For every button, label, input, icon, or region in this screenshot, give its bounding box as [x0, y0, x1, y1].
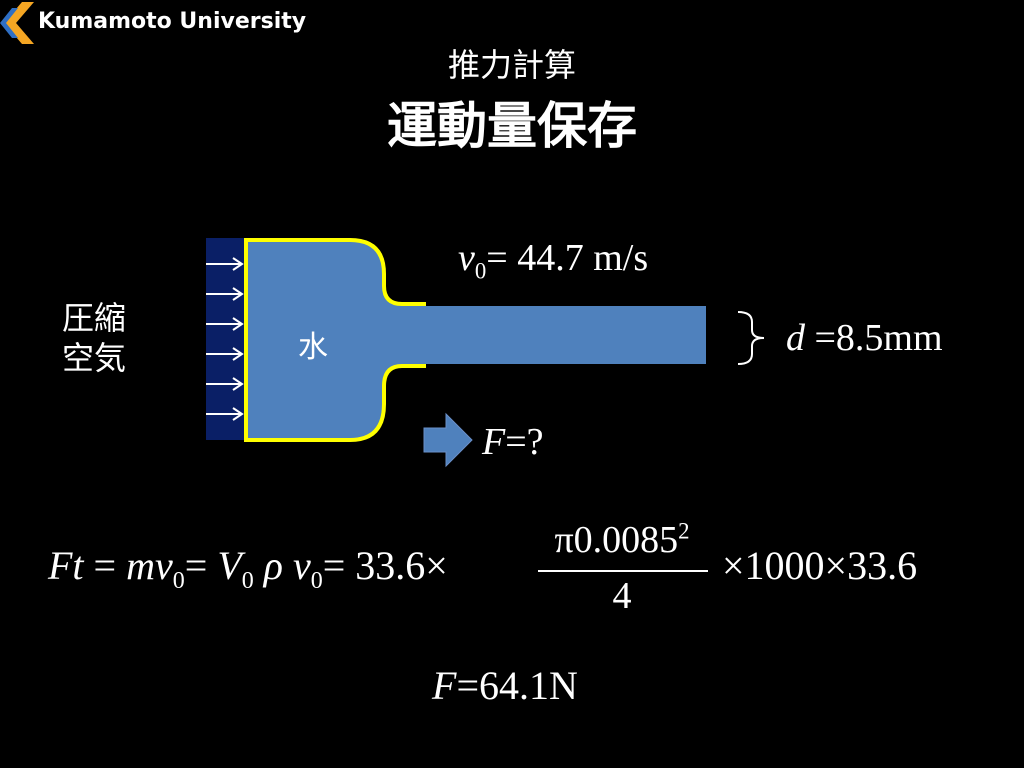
equation-right-side: ×1000×33.6	[722, 543, 918, 588]
side-label-line1: 圧縮	[62, 299, 127, 337]
eq-times: ×	[425, 543, 448, 588]
eq-m: m	[126, 543, 155, 588]
force-symbol: F	[482, 421, 506, 463]
momentum-equation: Ft = mv0= V0 ρ v0= 33.6×	[48, 542, 448, 595]
compressed-air-label: 圧縮 空気	[62, 298, 126, 378]
water-body	[244, 238, 426, 442]
side-label-line2: 空気	[62, 339, 127, 377]
eq-v2: v	[292, 543, 311, 588]
water-jet	[380, 306, 706, 364]
velocity-symbol: v	[458, 237, 475, 279]
eq-V: V	[217, 543, 242, 588]
eq-equals-2: =	[184, 543, 218, 588]
velocity-value: = 44.7 m/s	[486, 237, 649, 279]
frac-num-text: π0.0085	[554, 519, 679, 561]
arrow-icon	[206, 317, 244, 331]
eq-ft: Ft	[48, 543, 84, 588]
eq-sub-0c: 0	[310, 568, 323, 594]
water-label: 水	[298, 330, 328, 365]
logo-chevron-icon	[0, 2, 34, 44]
arrow-icon	[206, 407, 244, 421]
eq-sub-0a: 0	[172, 568, 185, 594]
diameter-brace-icon	[737, 311, 765, 365]
fraction-numerator: π0.00852	[536, 518, 708, 562]
force-arrow-icon	[423, 412, 473, 468]
frac-exponent: 2	[678, 518, 690, 544]
eq-rho: ρ	[263, 543, 283, 588]
velocity-label: v0= 44.7 m/s	[458, 236, 648, 285]
force-result: F=64.1N	[432, 662, 578, 709]
arrow-icon	[206, 257, 244, 271]
university-logo: Kumamoto University	[0, 0, 360, 48]
fraction-denominator: 4	[612, 575, 632, 617]
eq-sub-0b: 0	[241, 568, 254, 594]
force-question-label: F=?	[482, 420, 544, 464]
eq-equals-1: =	[83, 543, 127, 588]
slide-title: 運動量保存	[387, 97, 637, 155]
arrow-icon	[206, 287, 244, 301]
diameter-symbol: d	[786, 317, 805, 359]
arrow-icon	[206, 347, 244, 361]
compressed-air-region	[206, 238, 246, 440]
logo-text: Kumamoto University	[38, 9, 307, 34]
eq-v: v	[155, 543, 173, 588]
velocity-subscript: 0	[474, 258, 487, 284]
diameter-label: d =8.5mm	[786, 316, 943, 360]
force-question-value: =?	[505, 421, 544, 463]
fraction-bar	[538, 570, 708, 572]
air-pressure-arrows	[206, 257, 244, 421]
eq-value-1: = 33.6	[322, 543, 426, 588]
result-symbol: F	[432, 663, 457, 708]
arrow-icon	[206, 377, 244, 391]
diameter-value: =8.5mm	[805, 317, 943, 359]
result-value: =64.1N	[456, 663, 578, 708]
slide-subtitle: 推力計算	[447, 46, 576, 84]
